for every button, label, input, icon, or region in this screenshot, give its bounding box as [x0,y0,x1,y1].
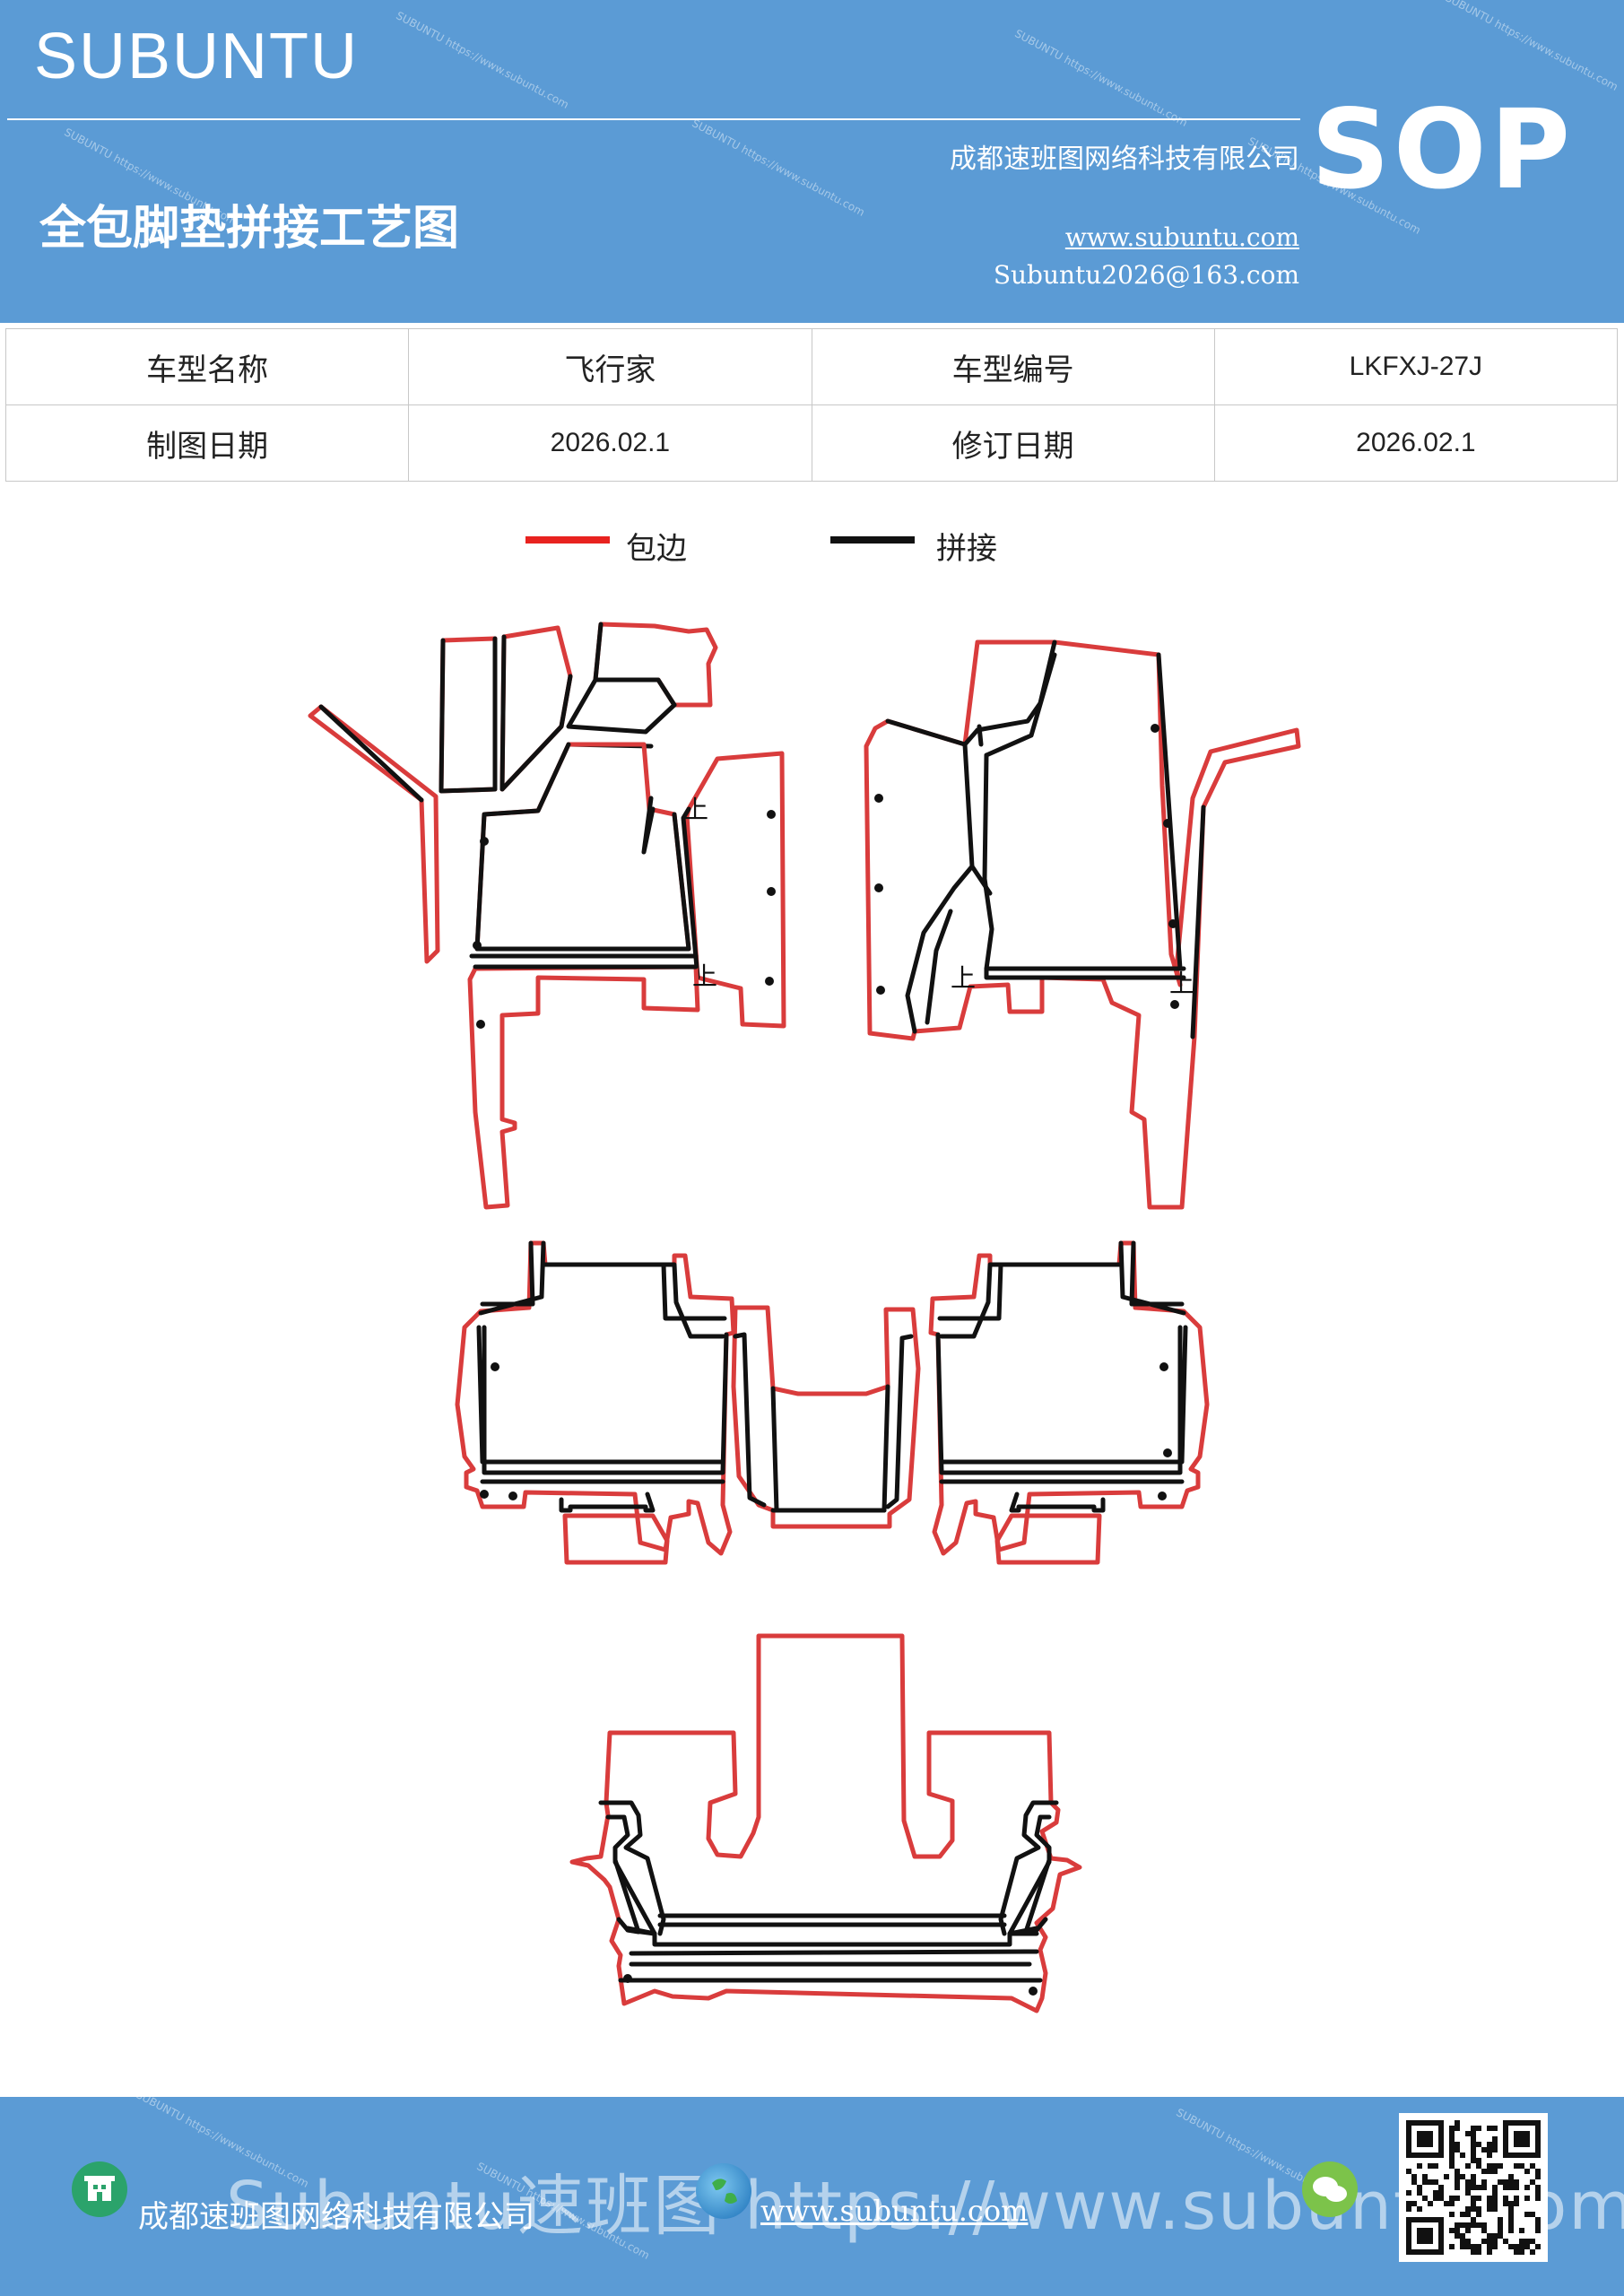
footer-company-name: 成都速班图网络科技有限公司 [138,2199,534,2235]
legend-edge-swatch [525,536,610,544]
model-name-label: 车型名称 [4,328,410,405]
footer-overlay-text: Subuntu速班图 https://www.subuntu.com [226,2168,1624,2245]
front-left-mat: 上 上 [308,622,786,1210]
center-tunnel-piece [731,1305,921,1529]
second-row-center-mat [731,1305,921,1529]
model-name-value: 飞行家 [408,328,812,405]
main-floor-board [474,742,691,952]
floor-mat-splice-diagram: 上 上 上 上 [308,622,1301,2013]
email-address: Subuntu2026@163.com [993,260,1299,290]
footer-banner: SUBUNTU https://www.subuntu.com SUBUNTU … [0,2097,1624,2296]
legend-seam-swatch [830,536,915,544]
page-title: 全包脚垫拼接工艺图 [39,202,460,256]
company-name: 成都速班图网络科技有限公司 [950,144,1299,175]
model-code-label: 车型编号 [811,328,1215,405]
table-row: 车型名称 飞行家 车型编号 LKFXJ-27J [4,328,1619,405]
orientation-marker: 上 上 [683,795,717,991]
pedal-piece-3 [593,622,718,708]
globe-icon [696,2163,751,2219]
building-icon [72,2161,127,2217]
revision-date-value: 2026.02.1 [1213,404,1619,482]
second-right-tab [994,1513,1102,1565]
revision-date-label: 修订日期 [811,404,1215,482]
draw-date-label: 制图日期 [4,404,410,482]
pedal-piece-1 [439,636,498,794]
front-right-mat: 上 上 [864,639,1301,1210]
second-left-board [455,1240,736,1556]
vehicle-info-table: 车型名称 飞行家 车型编号 LKFXJ-27J 制图日期 2026.02.1 修… [4,328,1619,482]
second-row-right-mat [928,1240,1210,1565]
legend-edge-label: 包边 [626,531,687,567]
up-marker-label: 上 [683,795,708,824]
model-code-value: LKFXJ-27J [1213,328,1619,405]
legend-seam-label: 拼接 [936,531,997,567]
second-left-tab [562,1513,670,1565]
passenger-floor-board [864,639,1301,1210]
watermark: SUBUNTU https://www.subuntu.com [690,117,867,219]
third-row-board [569,1633,1082,2013]
table-row: 制图日期 2026.02.1 修订日期 2026.02.1 [4,404,1619,482]
second-row-left-mat [455,1240,736,1565]
watermark: SUBUNTU https://www.subuntu.com [1443,0,1620,93]
qr-code-icon [1399,2113,1548,2262]
third-row-mat [569,1633,1082,2013]
wechat-icon [1302,2161,1358,2217]
footer-website-link[interactable]: www.subuntu.com [760,2194,1029,2228]
right-flap [684,751,786,1029]
up-marker-label: 上 [692,961,717,991]
website-link[interactable]: www.subuntu.com [1064,222,1299,252]
heel-extension [467,964,700,1210]
header-banner: SUBUNTU https://www.subuntu.com SUBUNTU … [0,0,1624,323]
draw-date-value: 2026.02.1 [408,404,812,482]
brand-name: SUBUNTU [34,21,360,92]
left-side-strip [308,704,440,964]
watermark: SUBUNTU https://www.subuntu.com [394,9,571,111]
up-marker-label: 上 [1169,969,1194,998]
watermark: SUBUNTU https://www.subuntu.com [1012,27,1190,129]
sop-badge: SOP [1311,86,1574,213]
up-marker-label: 上 [951,963,976,993]
second-right-board [928,1240,1210,1556]
header-divider [7,118,1300,120]
